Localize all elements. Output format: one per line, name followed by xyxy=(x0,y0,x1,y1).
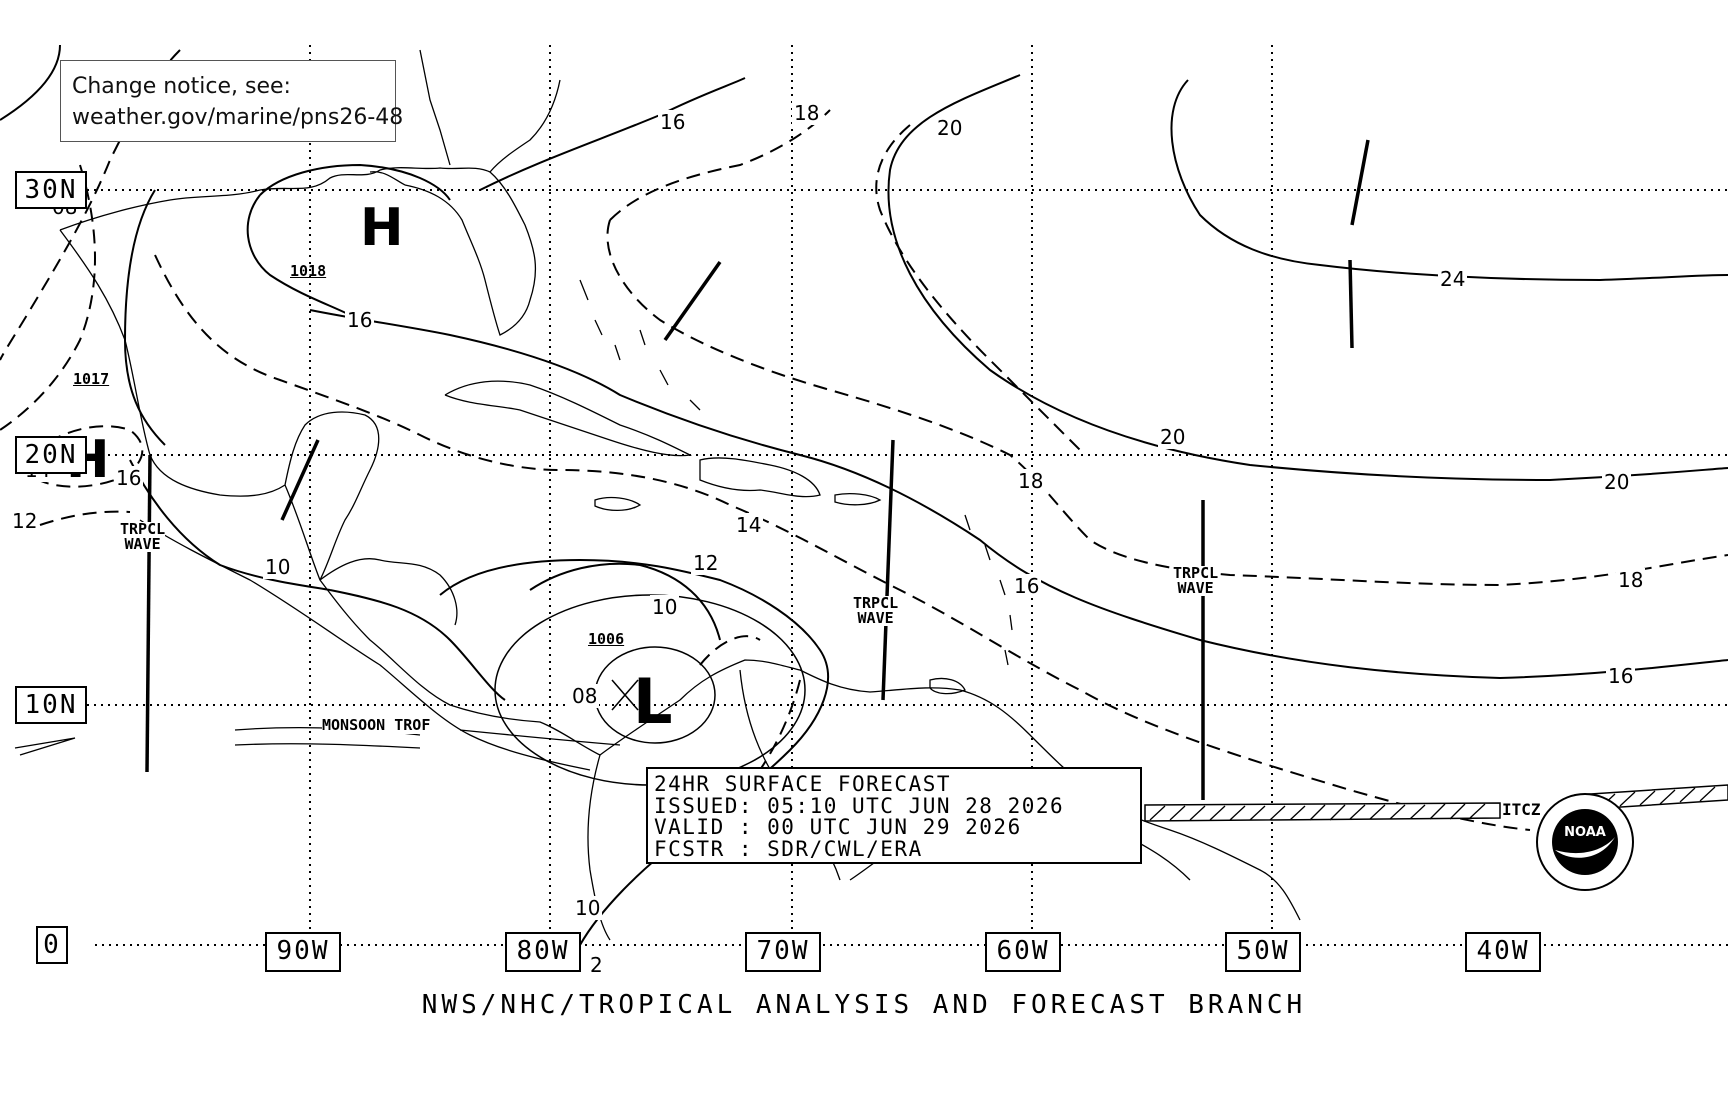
tropical-wave-label: TRPCL WAVE xyxy=(120,520,166,553)
monsoon-trough-label: MONSOON TROF xyxy=(322,716,431,734)
change-notice-link[interactable]: weather.gov/marine/pns26-48 xyxy=(72,105,404,130)
lat-label-30n: 30N xyxy=(15,171,87,209)
isoline-label: 20 xyxy=(935,116,965,140)
sea-height-contours-solid xyxy=(0,44,1728,946)
lon-label-80w: 80W xyxy=(505,932,581,972)
tropical-wave-label: TRPCL WAVE xyxy=(853,594,899,627)
lon-label-50w: 50W xyxy=(1225,932,1301,972)
isoline-label: 2 xyxy=(588,953,605,977)
isoline-label: 16 xyxy=(345,308,375,332)
isoline-label: 10 xyxy=(650,595,680,619)
tropical-wave-label: TRPCL WAVE xyxy=(1173,564,1219,597)
forecast-title: 24HR SURFACE FORECAST xyxy=(654,772,952,796)
isoline-label: 16 xyxy=(114,466,144,490)
isoline-label: 24 xyxy=(1438,267,1468,291)
lon-label-40w: 40W xyxy=(1465,932,1541,972)
change-notice-line1: Change notice, see: xyxy=(72,74,291,99)
pressure-value: 1018 xyxy=(290,262,327,280)
isoline-label: 12 xyxy=(691,551,721,575)
isoline-label: 18 xyxy=(1016,469,1046,493)
lat-label-10n: 10N xyxy=(15,686,87,724)
isoline-label: 20 xyxy=(1158,425,1188,449)
footer-branch: NWS/NHC/TROPICAL ANALYSIS AND FORECAST B… xyxy=(421,990,1307,1020)
noaa-logo-text: NOAA xyxy=(1564,825,1606,840)
isoline-label: 18 xyxy=(792,101,822,125)
isoline-label: 08 xyxy=(570,684,600,708)
noaa-logo: NOAA xyxy=(1536,793,1634,891)
forecast-issued: ISSUED: 05:10 UTC JUN 28 2026 xyxy=(654,793,1065,818)
isoline-label: 18 xyxy=(1616,568,1646,592)
lon-label-60w: 60W xyxy=(985,932,1061,972)
low-pressure-center: L xyxy=(633,665,673,738)
isoline-label: 14 xyxy=(734,513,764,537)
high-pressure-center: H xyxy=(360,198,404,258)
isoline-label: 12 xyxy=(10,509,40,533)
isoline-label: 10 xyxy=(573,896,603,920)
tropical-waves xyxy=(145,139,1370,800)
pressure-value: 1006 xyxy=(588,630,625,648)
isoline-label: 16 xyxy=(1606,664,1636,688)
pressure-value: 1017 xyxy=(73,370,110,388)
forecast-valid: VALID : 00 UTC JUN 29 2026 xyxy=(654,815,1022,839)
itcz-label: ITCZ xyxy=(1502,800,1541,819)
lon-label-70w: 70W xyxy=(745,932,821,972)
change-notice: Change notice, see: weather.gov/marine/p… xyxy=(60,60,404,142)
forecast-info-box: 24HR SURFACE FORECAST ISSUED: 05:10 UTC … xyxy=(646,767,1142,864)
lat-label-0: 0 xyxy=(36,926,68,964)
isoline-label: 16 xyxy=(658,110,688,134)
isoline-label: 20 xyxy=(1602,470,1632,494)
lat-label-20n: 20N xyxy=(15,436,87,474)
lon-label-90w: 90W xyxy=(265,932,341,972)
forecast-forecaster: FCSTR : SDR/CWL/ERA xyxy=(654,836,923,861)
graticule xyxy=(80,45,1728,946)
isoline-label: 10 xyxy=(263,555,293,579)
isoline-label: 16 xyxy=(1012,574,1042,598)
